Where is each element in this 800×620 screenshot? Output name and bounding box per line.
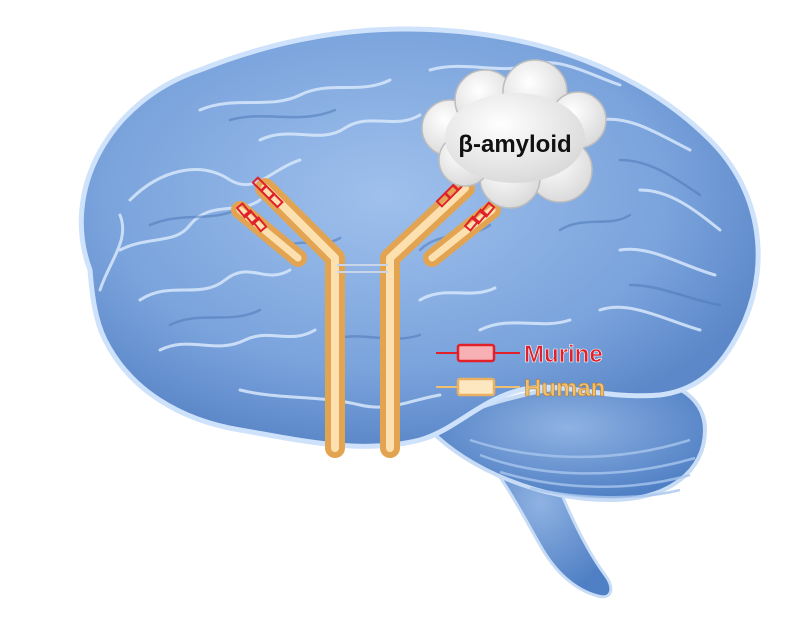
legend-item-murine: Murine [436,341,603,368]
legend-swatch-murine [456,343,496,363]
murine-region-left-heavy [251,176,284,209]
legend-label-murine: Murine [524,341,603,368]
brain-gyri [98,61,722,409]
cerebellum-folds [469,438,696,499]
legend-swatch-human [456,377,496,397]
legend-label-human: Human [524,375,605,402]
beta-amyloid-cloud: β-amyloid [421,59,607,209]
murine-region-right-light [463,201,496,232]
antibody [231,175,501,458]
beta-amyloid-label: β-amyloid [458,131,571,158]
murine-region-left-light [235,202,268,233]
legend: Murine Human [436,341,606,402]
legend-item-human: Human [436,375,606,402]
